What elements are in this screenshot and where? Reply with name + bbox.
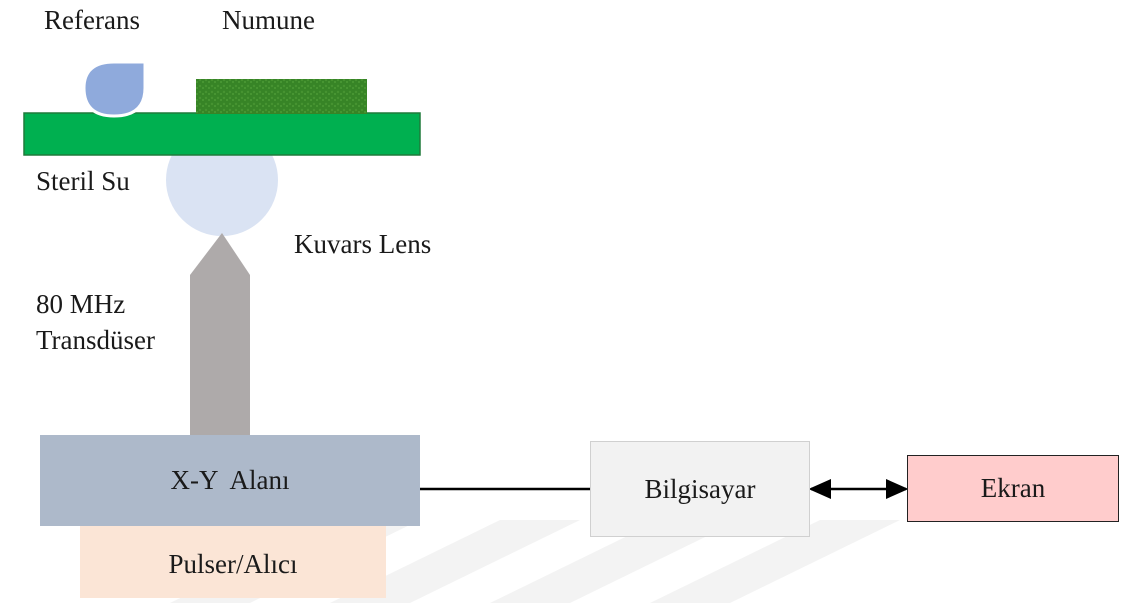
screen-block: Ekran	[907, 455, 1119, 522]
pulser-receiver-block: Pulser/Alıcı	[80, 520, 386, 598]
screen-label: Ekran	[980, 473, 1046, 503]
sample-texture	[196, 79, 367, 114]
transducer-label-line2: Transdüser	[36, 325, 156, 355]
watermark-stripe	[330, 520, 580, 603]
computer-block: Bilgisayar	[590, 441, 810, 537]
watermark-stripe	[650, 520, 900, 603]
quartz-lens-label: Kuvars Lens	[294, 229, 432, 259]
transducer-label-line1: 80 MHz	[36, 289, 126, 319]
xy-stage-label: X-Y Alanı	[170, 465, 290, 495]
reference-droplet	[82, 60, 147, 118]
transducer-body	[190, 233, 250, 437]
sterile-water-label: Steril Su	[36, 166, 130, 196]
computer-label: Bilgisayar	[644, 473, 756, 504]
sample-label: Numune	[222, 5, 315, 35]
substrate-plate	[23, 112, 421, 156]
xy-stage-block: X-Y Alanı	[40, 435, 420, 526]
reference-label: Referans	[44, 5, 140, 35]
watermark-stripe	[490, 520, 740, 603]
pulser-receiver-label: Pulser/Alıcı	[168, 548, 298, 579]
